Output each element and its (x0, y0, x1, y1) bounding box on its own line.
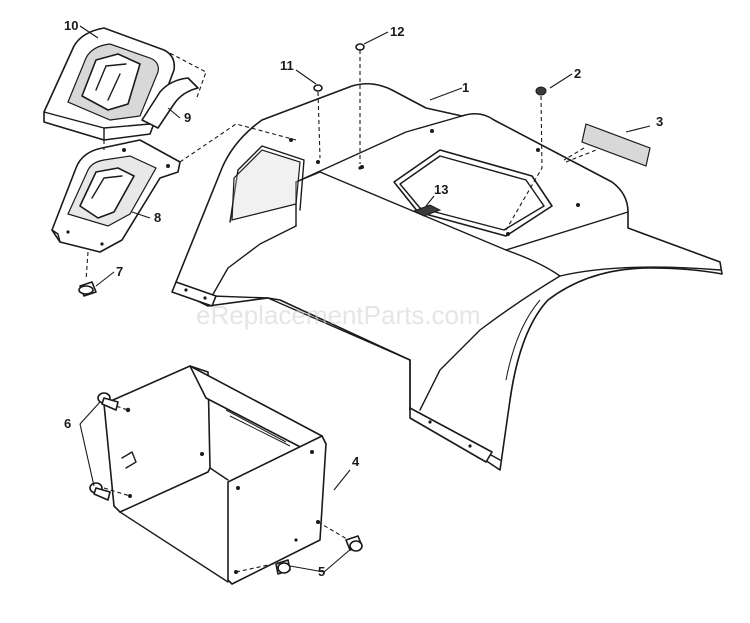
fastener-part-12 (355, 43, 365, 164)
bolts-part-5 (275, 535, 363, 575)
callout-3: 3 (656, 114, 663, 129)
fender-shell-part-1 (171, 82, 723, 471)
callout-1: 1 (462, 80, 469, 95)
bolts-part-6 (89, 392, 119, 501)
nut-part-2 (505, 86, 547, 231)
fastener-part-11 (313, 84, 323, 159)
trim-piece-part-9 (141, 77, 199, 129)
callout-6: 6 (64, 416, 71, 431)
shift-plate-part-8 (51, 123, 297, 281)
callout-13: 13 (434, 182, 448, 197)
callout-4: 4 (352, 454, 360, 469)
callout-8: 8 (154, 210, 161, 225)
decal-strip-part-3 (563, 123, 651, 167)
callout-9: 9 (184, 110, 191, 125)
shift-cover-part-10 (43, 27, 207, 141)
callout-5: 5 (318, 564, 325, 579)
bolt-part-7 (78, 281, 97, 297)
callout-10: 10 (64, 18, 78, 33)
callout-12: 12 (390, 24, 404, 39)
leader-lines (79, 25, 651, 573)
callout-labels: 1 2 3 4 5 6 7 8 9 10 11 12 13 (64, 18, 663, 579)
callout-2: 2 (574, 66, 581, 81)
watermark-text: eReplacementParts.com (196, 300, 481, 330)
callout-7: 7 (116, 264, 123, 279)
bracket-part-4 (103, 365, 353, 585)
callout-11: 11 (280, 58, 294, 73)
